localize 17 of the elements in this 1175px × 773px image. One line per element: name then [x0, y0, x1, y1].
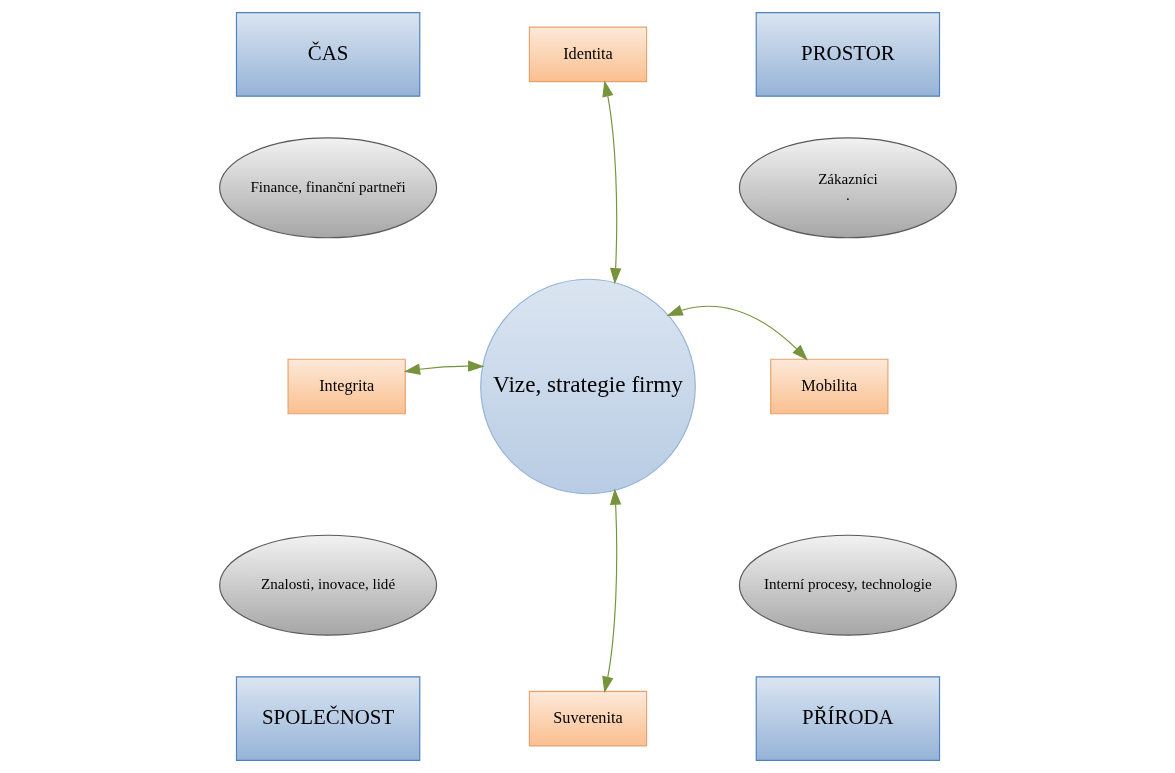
arrow [601, 488, 621, 693]
node-box: Mobilita [769, 358, 888, 415]
node-box: PŘÍRODA [755, 676, 940, 761]
node-box: PROSTOR [755, 12, 940, 97]
node-box: Identita [528, 26, 647, 83]
node-box: ČAS [235, 12, 420, 97]
node-box: SPOLEČNOST [235, 676, 420, 761]
node-ellipse: Znalosti, inovace, lidé [218, 534, 437, 636]
node-ellipse: Interní procesy, technologie [738, 534, 957, 636]
node-circle: Vize, strategie firmy [479, 278, 696, 495]
node-box: Suverenita [528, 690, 647, 747]
node-ellipse: Zákazníci . [738, 137, 957, 239]
arrow [601, 80, 621, 285]
arrow [403, 360, 484, 375]
node-box: Integrita [287, 358, 406, 415]
arrow [665, 304, 808, 361]
node-ellipse: Finance, finanční partneři [218, 137, 437, 239]
